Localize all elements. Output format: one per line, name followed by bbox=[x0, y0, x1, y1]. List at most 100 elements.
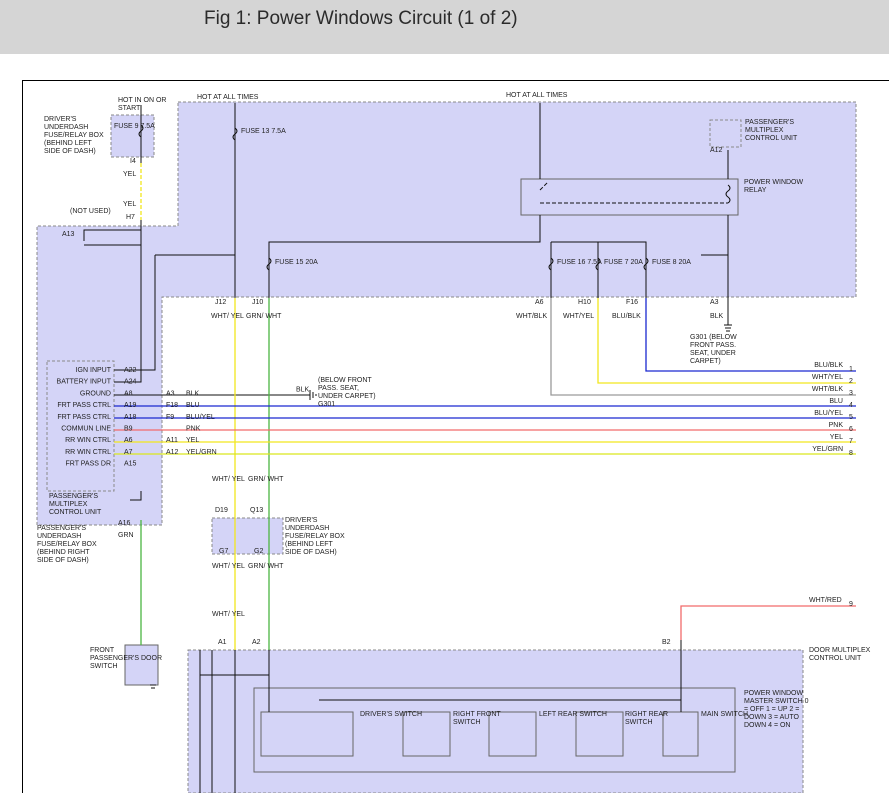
conn-j12: J12 bbox=[215, 299, 226, 306]
conn-a6: A6 bbox=[535, 299, 544, 306]
wire-label-f16: BLU/BLK bbox=[612, 313, 641, 320]
right-output-labels: BLU/BLK1WHT/YEL2WHT/BLK3BLU4BLU/YEL5PNK6… bbox=[812, 362, 853, 608]
mux-input-label: COMMUN LINE bbox=[61, 426, 111, 433]
mux-input-pin: B9 bbox=[124, 426, 133, 433]
fuse7-symbol bbox=[595, 257, 601, 271]
label-fuse13: FUSE 13 7.5A bbox=[241, 128, 286, 135]
label-drivers-switch: DRIVER'S SWITCH bbox=[360, 711, 422, 718]
right-output-label: BLU bbox=[829, 398, 843, 405]
label-fuse16: FUSE 16 7.5A bbox=[557, 259, 602, 266]
wire-label-j12: WHT/ YEL bbox=[211, 313, 244, 320]
left-rear-switch-box bbox=[488, 711, 537, 757]
wire-blue-f16 bbox=[645, 298, 856, 372]
wire-label-q13: GRN/ WHT bbox=[248, 476, 284, 483]
conn-h10: H10 bbox=[578, 299, 591, 306]
right-rear-switch-box bbox=[575, 711, 624, 757]
mux-input-right-label: BLK bbox=[296, 386, 310, 393]
conn-a13: A13 bbox=[62, 231, 75, 238]
module-backgrounds bbox=[36, 101, 857, 793]
mux-input-label: FRT PASS DR bbox=[65, 461, 111, 468]
wire-fuse-bus bbox=[551, 241, 647, 298]
mux-input-wire: YEL bbox=[186, 437, 199, 444]
right-output-number: 9 bbox=[849, 601, 853, 608]
mux-input-label: FRT PASS CTRL bbox=[57, 414, 111, 421]
fuse13-symbol bbox=[232, 127, 238, 141]
label-hot-all-2: HOT AT ALL TIMES bbox=[506, 92, 568, 99]
mux-input-pin2: A12 bbox=[166, 449, 179, 456]
label-main-switch: MAIN SWITCH bbox=[701, 711, 748, 718]
label-left-rear-switch: LEFT REAR SWITCH bbox=[539, 711, 607, 718]
right-output-label: BLU/BLK bbox=[814, 362, 843, 369]
label-hot-all-1: HOT AT ALL TIMES bbox=[197, 94, 259, 101]
conn-j10: J10 bbox=[252, 299, 263, 306]
mux-input-wire: BLK bbox=[186, 390, 200, 397]
wire-label-h10: WHT/YEL bbox=[563, 313, 594, 320]
wire-label-a3: BLK bbox=[710, 313, 724, 320]
mux-input-pin2: A3 bbox=[166, 390, 175, 397]
conn-q13: Q13 bbox=[250, 507, 263, 514]
wire-label-yel-a: YEL bbox=[123, 171, 136, 178]
right-output-number: 3 bbox=[849, 390, 853, 397]
mux-input-pin: A18 bbox=[124, 414, 137, 421]
mux-input-pin2: A11 bbox=[166, 437, 178, 444]
conn-h7: H7 bbox=[126, 214, 135, 221]
mux-input-label: RR WIN CTRL bbox=[65, 437, 111, 444]
pass-multiplex-top-box bbox=[709, 119, 742, 148]
mux-input-label: GROUND bbox=[80, 390, 111, 397]
wire-label-g2: GRN/ WHT bbox=[248, 563, 284, 570]
wire-label-g7: WHT/ YEL bbox=[212, 563, 245, 570]
mux-input-wire: PNK bbox=[186, 426, 201, 433]
mux-input-pin: A8 bbox=[124, 390, 133, 397]
label-fuse9: FUSE 9 7.5A bbox=[114, 123, 155, 130]
mux-input-label: IGN INPUT bbox=[76, 367, 112, 374]
wire-red-b2 bbox=[680, 605, 856, 640]
fuse9-symbol bbox=[138, 124, 144, 138]
ground-mid bbox=[309, 390, 317, 400]
mux-input-wire: BLU bbox=[186, 402, 200, 409]
conn-a3: A3 bbox=[710, 299, 719, 306]
fuse16-symbol bbox=[548, 257, 554, 271]
right-front-switch-box bbox=[402, 711, 451, 757]
door-multiplex-module bbox=[187, 649, 804, 793]
wire-gray-a6 bbox=[550, 298, 856, 396]
mux-input-pin2: F18 bbox=[166, 402, 178, 409]
right-output-label: PNK bbox=[829, 422, 844, 429]
relay-switch bbox=[539, 181, 728, 204]
conn-a2: A2 bbox=[252, 639, 261, 646]
mux-input-label: RR WIN CTRL bbox=[65, 449, 111, 456]
wire-a16 bbox=[130, 491, 142, 501]
conn-a1: A1 bbox=[218, 639, 227, 646]
wire-label-d19: WHT/ YEL bbox=[212, 476, 245, 483]
conn-b2: B2 bbox=[662, 639, 671, 646]
page-title: Fig 1: Power Windows Circuit (1 of 2) bbox=[204, 8, 518, 29]
label-fuse15: FUSE 15 20A bbox=[275, 259, 318, 266]
fuse-symbols bbox=[138, 124, 731, 271]
mux-input-label: BATTERY INPUT bbox=[57, 379, 112, 386]
right-output-label: YEL/GRN bbox=[812, 446, 843, 453]
right-output-number: 1 bbox=[849, 366, 853, 373]
mux-input-pin: A24 bbox=[124, 379, 137, 386]
colored-wires bbox=[114, 163, 856, 650]
mux-input-pin2: F9 bbox=[166, 414, 174, 421]
wire-mux-ign bbox=[114, 255, 156, 371]
power-window-relay-box bbox=[520, 178, 739, 216]
right-output-number: 8 bbox=[849, 450, 853, 457]
conn-i4: I4 bbox=[130, 158, 136, 165]
right-output-number: 2 bbox=[849, 378, 853, 385]
wire-yellow-h10 bbox=[597, 298, 856, 384]
wire-label-a6: WHT/BLK bbox=[516, 313, 547, 320]
ground-symbols bbox=[150, 324, 732, 689]
wire-mux-batt bbox=[114, 245, 142, 383]
conn-a12: A12 bbox=[710, 147, 723, 154]
